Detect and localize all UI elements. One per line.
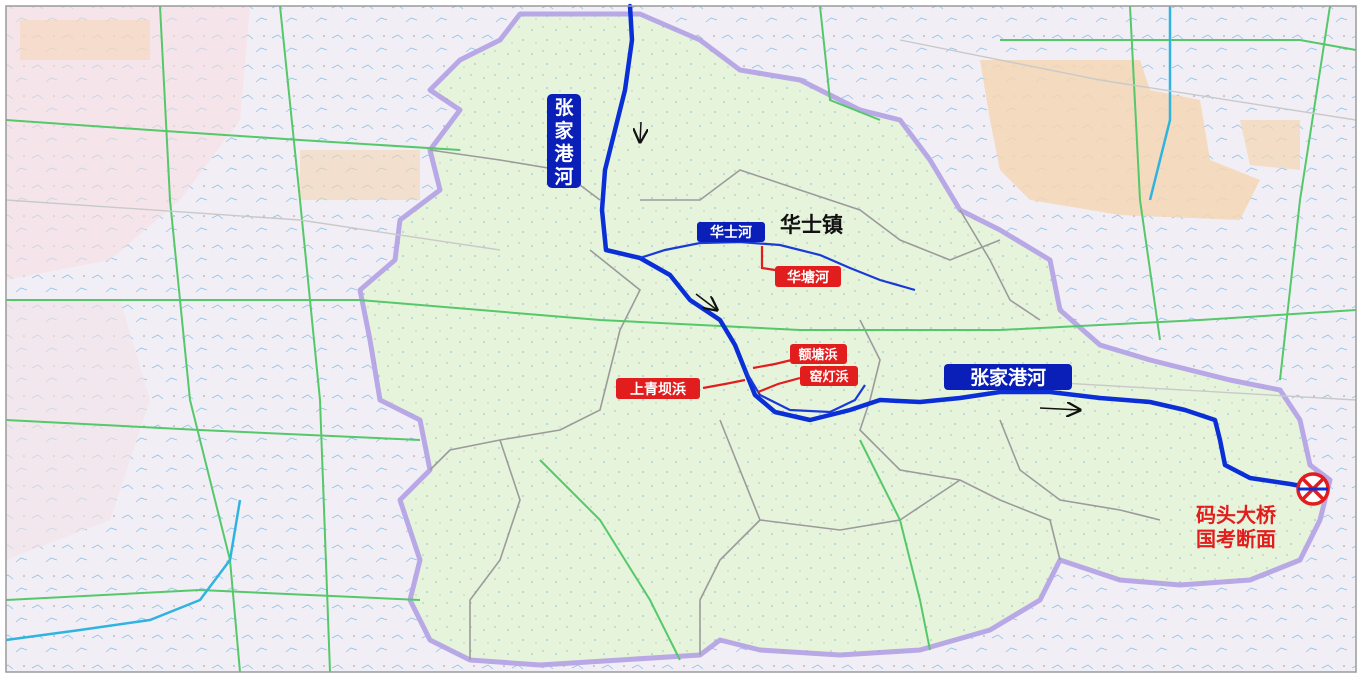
- label-zhangjiagang-char-3: 港: [554, 143, 574, 165]
- label-shangqingba-text: 上青坝浜: [630, 381, 686, 398]
- huashi-river: [639, 240, 916, 292]
- flow-arrow-icon: [640, 121, 641, 142]
- urban-block-east: [1240, 120, 1300, 170]
- label-zhangjiagang-horizontal-text: 张家港河: [970, 366, 1046, 389]
- canal-network: [5, 6, 1172, 642]
- town-label: 华士镇: [780, 213, 843, 237]
- zhangjiagang-river: [599, 3, 1315, 491]
- flow-arrow-icon: [1039, 408, 1080, 410]
- urban-zone-west: [6, 300, 150, 560]
- huashi-river-lower: [744, 369, 866, 414]
- label-huashi-text: 华士河: [710, 224, 752, 241]
- map-frame: [5, 5, 1357, 673]
- label-etang-river: 额塘浜: [790, 344, 847, 364]
- urban-zone-northeast: [980, 60, 1260, 220]
- label-etang-text: 额塘浜: [798, 347, 837, 363]
- label-shangqingba-river: 上青坝浜: [616, 378, 700, 399]
- label-zhangjiagang-char-2: 家: [554, 119, 574, 142]
- label-huatang-river: 华塘河: [775, 266, 841, 287]
- town-boundaries: [429, 149, 1161, 660]
- label-yaodeng-river: 窑灯浜: [800, 366, 858, 386]
- urban-block-west: [300, 150, 420, 200]
- flow-arrow-icon: [695, 293, 717, 310]
- label-zhangjiagang-char-4: 河: [554, 166, 573, 188]
- road-network: [5, 5, 1357, 673]
- flow-arrows: [640, 121, 1080, 410]
- section-marker-icon: [1296, 472, 1330, 506]
- red-tributaries: [702, 246, 801, 394]
- label-zhangjiagang-char-1: 张: [554, 97, 574, 119]
- section-label-line1: 码头大桥: [1196, 503, 1277, 527]
- label-yaodeng-text: 窑灯浜: [809, 369, 848, 385]
- urban-block-topleft: [20, 20, 150, 60]
- label-huashi-river: 华士河: [697, 222, 765, 242]
- label-zhangjiagang-vertical: 张 家 港 河: [547, 94, 581, 188]
- label-zhangjiagang-horizontal: 张家港河: [944, 364, 1072, 390]
- label-huatang-text: 华塘河: [787, 269, 829, 286]
- section-label-line2: 国考断面: [1196, 527, 1276, 551]
- urban-zone-northwest: [6, 6, 250, 280]
